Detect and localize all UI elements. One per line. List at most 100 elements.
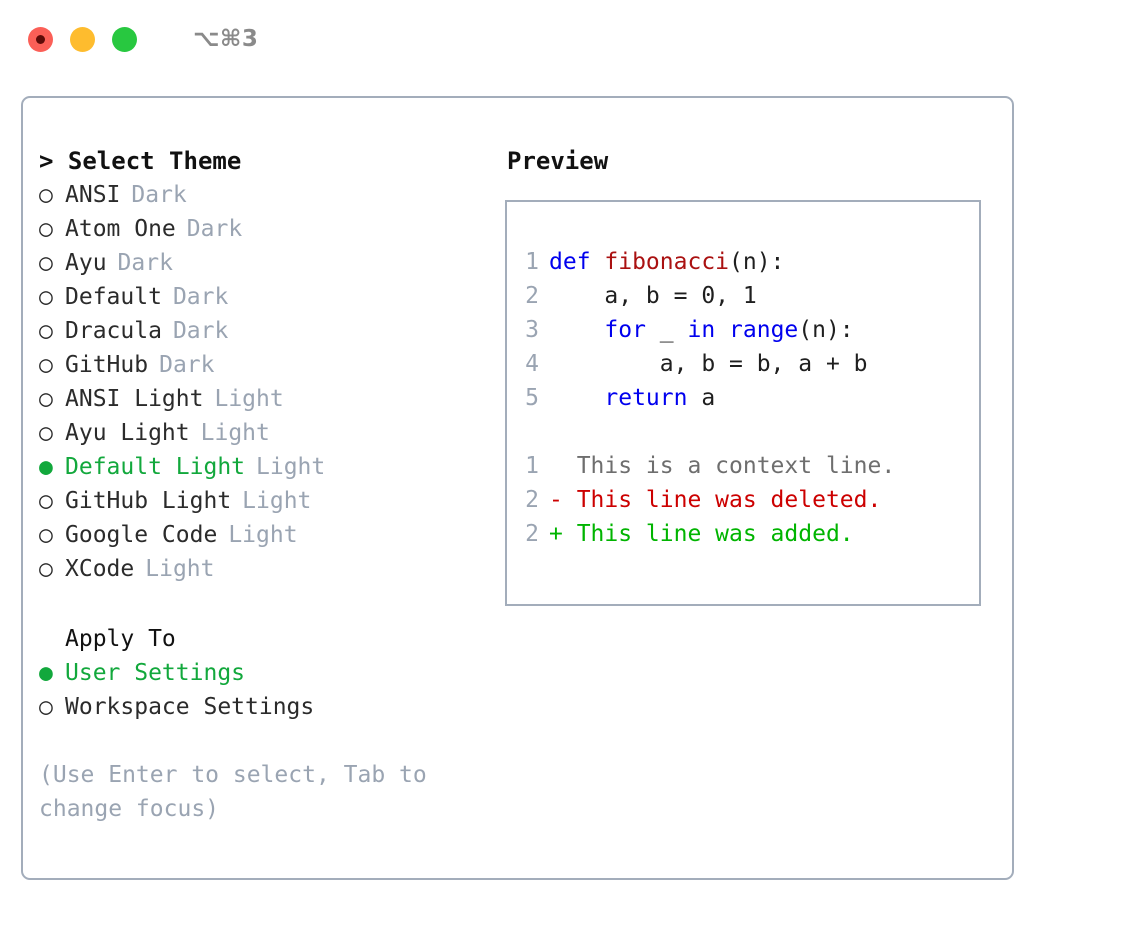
theme-mode-tag: Light bbox=[256, 454, 326, 480]
theme-mode-tag: Light bbox=[145, 556, 215, 582]
line-number: 2 bbox=[525, 487, 539, 513]
code-token: a, b = 0, 1 bbox=[549, 283, 757, 309]
code-token: in range bbox=[687, 317, 799, 343]
maximize-button[interactable] bbox=[112, 26, 137, 52]
code-line-content: return a bbox=[549, 381, 715, 415]
apply-to-item[interactable]: ○ Workspace Settings bbox=[39, 690, 483, 724]
radio-unselected-icon[interactable]: ○ bbox=[39, 352, 53, 378]
code-token bbox=[549, 317, 604, 343]
line-number: 4 bbox=[525, 351, 539, 377]
theme-name-label: Google Code bbox=[65, 522, 218, 548]
theme-mode-tag: Dark bbox=[186, 216, 243, 242]
theme-list-item[interactable]: ○ Google Code Light bbox=[39, 518, 483, 552]
theme-mode-tag: Dark bbox=[172, 284, 229, 310]
radio-unselected-icon[interactable]: ○ bbox=[39, 694, 53, 720]
theme-name-label: Default bbox=[65, 284, 162, 310]
theme-list-item[interactable]: ○ Ayu Light Light bbox=[39, 416, 483, 450]
code-token: a, b = b, a + b bbox=[549, 351, 868, 377]
line-number: 1 bbox=[525, 453, 539, 479]
theme-list-item[interactable]: ○ GitHub Dark bbox=[39, 348, 483, 382]
radio-unselected-icon[interactable]: ○ bbox=[39, 386, 53, 412]
apply-to-list[interactable]: ●User Settings ○ Workspace Settings bbox=[39, 656, 483, 724]
code-token: def bbox=[549, 249, 605, 275]
code-line: 4 a, b = b, a + b bbox=[507, 347, 979, 381]
theme-name-label: Default Light bbox=[65, 454, 246, 480]
line-number: 2 bbox=[525, 521, 539, 547]
window-titlebar: ⌥⌘3 bbox=[0, 0, 1140, 78]
diff-line: 2 + This line was added. bbox=[507, 517, 979, 551]
code-token: a bbox=[687, 385, 716, 411]
apply-to-header: Apply To bbox=[65, 626, 176, 652]
theme-name-label: Atom One bbox=[65, 216, 176, 242]
diff-line: 1 This is a context line. bbox=[507, 449, 979, 483]
theme-list-item[interactable]: ○ GitHub Light Light bbox=[39, 484, 483, 518]
diff-line-content: + This line was added. bbox=[549, 521, 854, 547]
apply-to-label: Workspace Settings bbox=[65, 694, 315, 720]
theme-mode-tag: Light bbox=[228, 522, 298, 548]
radio-unselected-icon[interactable]: ○ bbox=[39, 250, 53, 276]
theme-mode-tag: Dark bbox=[117, 250, 173, 276]
select-theme-header: > Select Theme bbox=[39, 147, 242, 175]
code-line-content: def fibonacci(n): bbox=[549, 245, 784, 279]
radio-selected-icon[interactable]: ● bbox=[39, 454, 53, 480]
code-line: 2 a, b = 0, 1 bbox=[507, 279, 979, 313]
code-token: _ bbox=[645, 317, 688, 343]
radio-unselected-icon[interactable]: ○ bbox=[39, 488, 53, 514]
code-line: 3 for _ in range(n): bbox=[507, 313, 979, 347]
theme-mode-tag: Dark bbox=[172, 318, 229, 344]
diff-line: 2 - This line was deleted. bbox=[507, 483, 979, 517]
theme-name-label: Ayu bbox=[65, 250, 107, 276]
minimize-button[interactable] bbox=[70, 26, 95, 52]
line-number: 2 bbox=[525, 283, 539, 309]
theme-mode-tag: Light bbox=[214, 386, 284, 412]
radio-unselected-icon[interactable]: ○ bbox=[39, 216, 53, 242]
theme-mode-tag: Light bbox=[242, 488, 312, 514]
theme-mode-tag: Light bbox=[200, 420, 270, 446]
code-token: fibonacci bbox=[604, 249, 730, 275]
traffic-lights bbox=[28, 26, 137, 52]
radio-selected-icon[interactable]: ● bbox=[39, 660, 53, 686]
radio-unselected-icon[interactable]: ○ bbox=[39, 284, 53, 310]
theme-name-label: GitHub bbox=[65, 352, 149, 378]
theme-mode-tag: Dark bbox=[131, 182, 187, 208]
code-line: 5 return a bbox=[507, 381, 979, 415]
theme-list-item[interactable]: ○ Default Dark bbox=[39, 280, 483, 314]
apply-to-item[interactable]: ●User Settings bbox=[39, 656, 483, 690]
radio-unselected-icon[interactable]: ○ bbox=[39, 182, 53, 208]
radio-unselected-icon[interactable]: ○ bbox=[39, 522, 53, 548]
code-token: for bbox=[604, 317, 646, 343]
theme-name-label: ANSI bbox=[65, 182, 121, 208]
preview-header: Preview bbox=[507, 147, 609, 175]
radio-unselected-icon[interactable]: ○ bbox=[39, 556, 53, 582]
code-token: return bbox=[604, 385, 688, 411]
close-button[interactable] bbox=[28, 26, 53, 52]
theme-name-label: GitHub Light bbox=[65, 488, 232, 514]
theme-list-item[interactable]: ○ Ayu Dark bbox=[39, 246, 483, 280]
code-diff-separator bbox=[507, 415, 979, 449]
code-line-content: a, b = 0, 1 bbox=[549, 279, 757, 313]
theme-name-label: ANSI Light bbox=[65, 386, 204, 412]
theme-mode-tag: Dark bbox=[159, 352, 215, 378]
radio-unselected-icon[interactable]: ○ bbox=[39, 420, 53, 446]
code-token bbox=[549, 385, 604, 411]
code-token: (n): bbox=[729, 249, 785, 275]
theme-list-item[interactable]: ○ Dracula Dark bbox=[39, 314, 483, 348]
diff-sample: 1 This is a context line. 2 - This line wa… bbox=[507, 449, 979, 551]
diff-line-content: - This line was deleted. bbox=[549, 487, 882, 513]
theme-list-item[interactable]: ● Default Light Light bbox=[39, 450, 483, 484]
theme-name-label: Ayu Light bbox=[65, 420, 190, 446]
theme-name-label: Dracula bbox=[65, 318, 162, 344]
theme-list-item[interactable]: ○ ANSI Light Light bbox=[39, 382, 483, 416]
line-number: 5 bbox=[525, 385, 539, 411]
theme-list-item[interactable]: ○ Atom One Dark bbox=[39, 212, 483, 246]
radio-unselected-icon[interactable]: ○ bbox=[39, 318, 53, 344]
theme-list-item[interactable]: ○ ANSI Dark bbox=[39, 178, 483, 212]
